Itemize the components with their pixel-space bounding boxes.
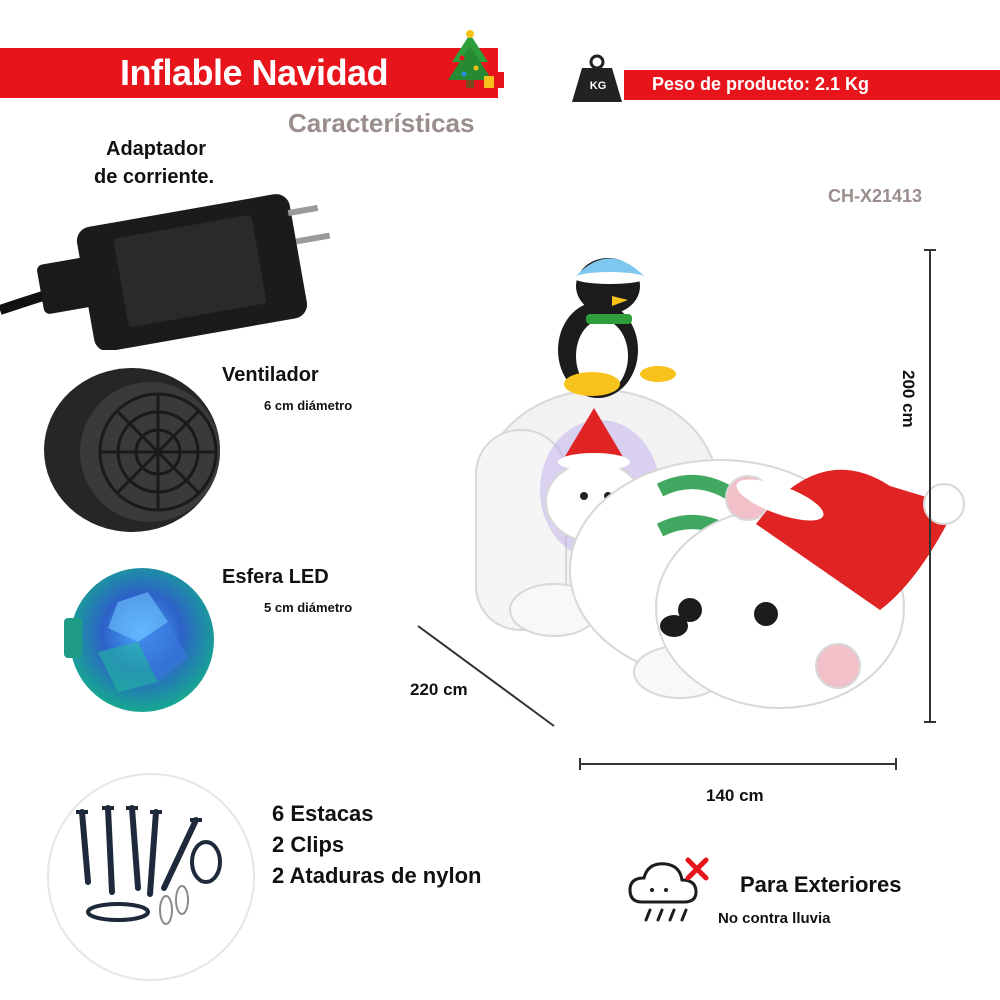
accessories-list: 6 Estacas 2 Clips 2 Ataduras de nylon [272, 798, 481, 891]
weight-icon [572, 54, 622, 102]
title-banner [0, 48, 498, 98]
cloud-rain-icon [628, 857, 709, 922]
page-title: Inflable Navidad [120, 52, 389, 93]
fan-label: Ventilador [222, 364, 319, 386]
weight-badge: KG [589, 80, 607, 92]
width-dimension: 140 cm [706, 786, 764, 805]
christmas-tree-icon [448, 30, 504, 88]
led-detail: 5 cm diámetro [264, 600, 353, 615]
dimension-lines [417, 249, 936, 770]
inflatable-product-image [475, 258, 965, 709]
led-sphere-image [64, 568, 214, 712]
accessories-image [47, 773, 255, 981]
depth-dimension: 220 cm [410, 680, 468, 699]
fan-image [44, 368, 220, 532]
weight-text: Peso de producto: 2.1 Kg [652, 74, 870, 94]
accessory-item: 2 Ataduras de nylon [272, 863, 482, 888]
led-label: Esfera LED [222, 566, 329, 588]
height-dimension: 200 cm [899, 370, 918, 428]
weight-banner [624, 70, 1000, 100]
outdoor-note: No contra lluvia [718, 910, 831, 927]
adapter-label-line2: de corriente. [94, 166, 215, 188]
power-adapter-image [0, 194, 331, 350]
fan-detail: 6 cm diámetro [264, 398, 353, 413]
outdoor-title: Para Exteriores [740, 872, 902, 897]
accessory-item: 6 Estacas [272, 801, 374, 826]
section-subtitle: Características [288, 108, 475, 138]
product-code: CH-X21413 [828, 186, 923, 206]
adapter-label-line1: Adaptador [106, 138, 206, 160]
accessory-item: 2 Clips [272, 832, 345, 857]
